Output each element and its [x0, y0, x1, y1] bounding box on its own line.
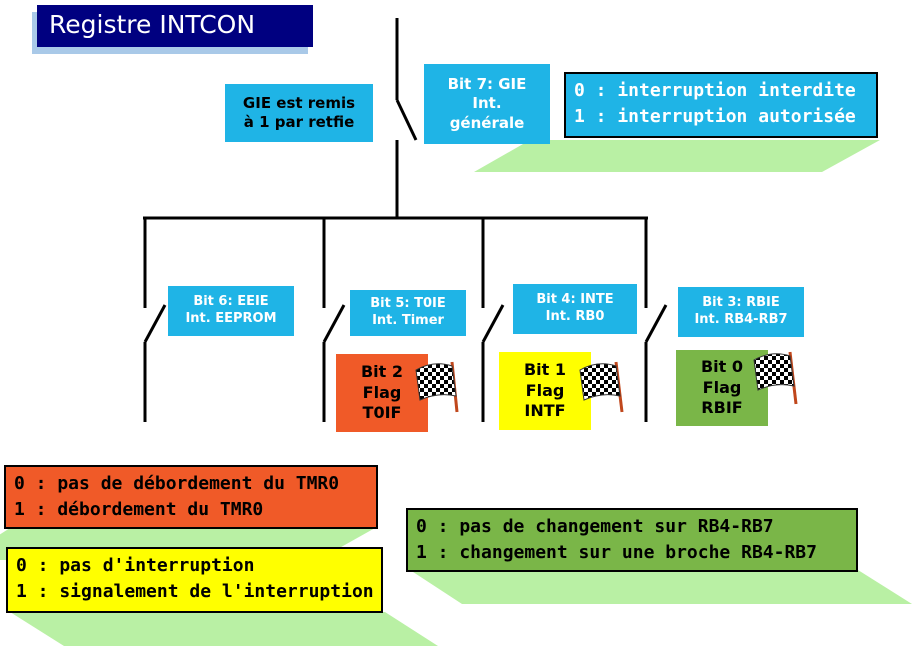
rb-legend-line-0: 0 : pas de changement sur RB4-RB7 — [416, 516, 774, 537]
gie-note-line-1: GIE est remis — [242, 93, 356, 112]
bit7-legend-line-1: 1 : interruption autorisée — [574, 106, 856, 128]
checkered-flag-icon — [753, 351, 798, 405]
gie-note: GIE est remis à 1 par retfie — [225, 84, 373, 142]
bit7-legend-shadow — [474, 140, 880, 172]
flag-intf-box: Bit 1 Flag INTF — [499, 352, 591, 430]
page-title: Registre INTCON — [37, 5, 313, 47]
flag-intf-line-2: Flag — [525, 380, 565, 400]
bit7-legend: 0 : interruption interdite 1 : interrupt… — [564, 72, 878, 138]
flag-intf-line-3: INTF — [524, 401, 566, 421]
flag-t0if-line-3: T0IF — [362, 403, 402, 423]
flag-t0if-line-1: Bit 2 — [360, 361, 404, 381]
checkered-flag-icon — [415, 361, 459, 413]
bit5-line-2: Int. Timer — [372, 313, 444, 328]
bit3-rbie-box: Bit 3: RBIE Int. RB4-RB7 — [678, 287, 804, 337]
flag-rbif-line-1: Bit 0 — [700, 356, 744, 376]
bit7-line-3: générale — [449, 113, 525, 132]
flag-t0if-line-2: Flag — [362, 382, 402, 402]
bit4-line-1: Bit 4: INTE — [536, 292, 614, 308]
bit4-line-2: Int. RB0 — [545, 309, 605, 324]
tmr0-legend-line-0: 0 : pas de débordement du TMR0 — [14, 473, 340, 494]
bit7-line-2: Int. — [472, 94, 502, 113]
branch-3-switch — [481, 304, 505, 343]
rb-legend: 0 : pas de changement sur RB4-RB7 1 : ch… — [406, 508, 858, 572]
branch-4-switch — [644, 304, 668, 343]
bit7-legend-line-0: 0 : interruption interdite — [574, 80, 856, 101]
gie-switch — [395, 99, 418, 141]
flag-rbif-line-3: RBIF — [701, 398, 743, 418]
bit6-eeie-box: Bit 6: EEIE Int. EEPROM — [168, 286, 294, 336]
intf-legend-shadow — [10, 612, 438, 646]
flag-intf-line-1: Bit 1 — [523, 359, 567, 379]
rb-legend-shadow — [410, 570, 912, 604]
intf-legend: 0 : pas d'interruption 1 : signalement d… — [6, 547, 383, 613]
bit3-line-2: Int. RB4-RB7 — [694, 312, 788, 327]
bit4-inte-box: Bit 4: INTE Int. RB0 — [513, 284, 637, 334]
bit7-gie-box: Bit 7: GIE Int. générale — [424, 64, 550, 144]
bit5-line-1: Bit 5: T0IE — [370, 296, 446, 312]
intf-legend-line-0: 0 : pas d'interruption — [16, 555, 255, 576]
branch-1-switch — [143, 304, 167, 343]
bit6-line-1: Bit 6: EEIE — [193, 294, 269, 310]
checkered-flag-icon — [579, 361, 624, 413]
bit6-line-2: Int. EEPROM — [185, 311, 277, 326]
flag-rbif-line-2: Flag — [702, 377, 742, 397]
bit5-t0ie-box: Bit 5: T0IE Int. Timer — [350, 290, 466, 336]
rb-legend-line-1: 1 : changement sur une broche RB4-RB7 — [416, 542, 817, 564]
flag-rbif-box: Bit 0 Flag RBIF — [676, 350, 768, 426]
bit7-line-1: Bit 7: GIE — [447, 74, 527, 93]
gie-note-line-2: à 1 par retfie — [243, 113, 355, 131]
tmr0-legend: 0 : pas de débordement du TMR0 1 : débor… — [4, 465, 378, 529]
flag-t0if-box: Bit 2 Flag T0IF — [336, 354, 428, 432]
tmr0-legend-line-1: 1 : débordement du TMR0 — [14, 499, 264, 521]
intf-legend-line-1: 1 : signalement de l'interruption — [16, 581, 374, 603]
branch-2-switch — [322, 304, 346, 343]
bit3-line-1: Bit 3: RBIE — [702, 295, 780, 311]
